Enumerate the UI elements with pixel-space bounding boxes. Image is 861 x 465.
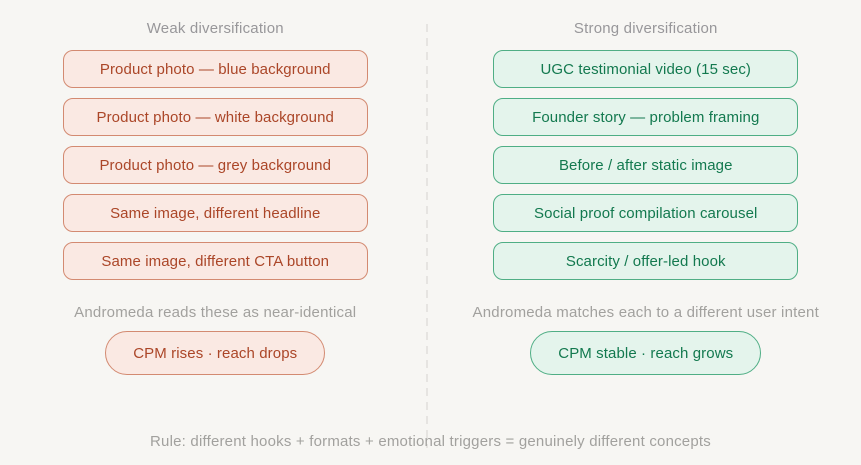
strong-item-box: Before / after static image xyxy=(493,146,799,184)
weak-item-box: Product photo — grey background xyxy=(62,146,368,184)
strong-item-box: Scarcity / offer-led hook xyxy=(493,242,799,280)
weak-column-header: Weak diversification xyxy=(146,20,284,37)
weak-outcome-pill: CPM rises · reach drops xyxy=(105,331,326,375)
weak-item-box: Product photo — blue background xyxy=(62,50,368,88)
comparison-columns: Weak diversification Product photo — blu… xyxy=(0,0,861,375)
dashed-divider xyxy=(426,24,428,448)
weak-item-box: Same image, different CTA button xyxy=(62,242,368,280)
strong-outcome-pill: CPM stable · reach grows xyxy=(530,331,762,375)
strong-item-box: Social proof compilation carousel xyxy=(493,194,799,232)
weak-diversification-column: Weak diversification Product photo — blu… xyxy=(0,0,431,375)
strong-caption: Andromeda matches each to a different us… xyxy=(472,304,819,321)
strong-item-box: UGC testimonial video (15 sec) xyxy=(493,50,799,88)
strong-diversification-column: Strong diversification UGC testimonial v… xyxy=(431,0,861,375)
weak-item-box: Same image, different headline xyxy=(62,194,368,232)
strong-item-box: Founder story — problem framing xyxy=(493,98,799,136)
weak-item-box: Product photo — white background xyxy=(62,98,368,136)
strong-column-header: Strong diversification xyxy=(573,20,718,37)
weak-caption: Andromeda reads these as near-identical xyxy=(74,304,357,321)
rule-footnote: Rule: different hooks + formats + emotio… xyxy=(150,433,711,450)
